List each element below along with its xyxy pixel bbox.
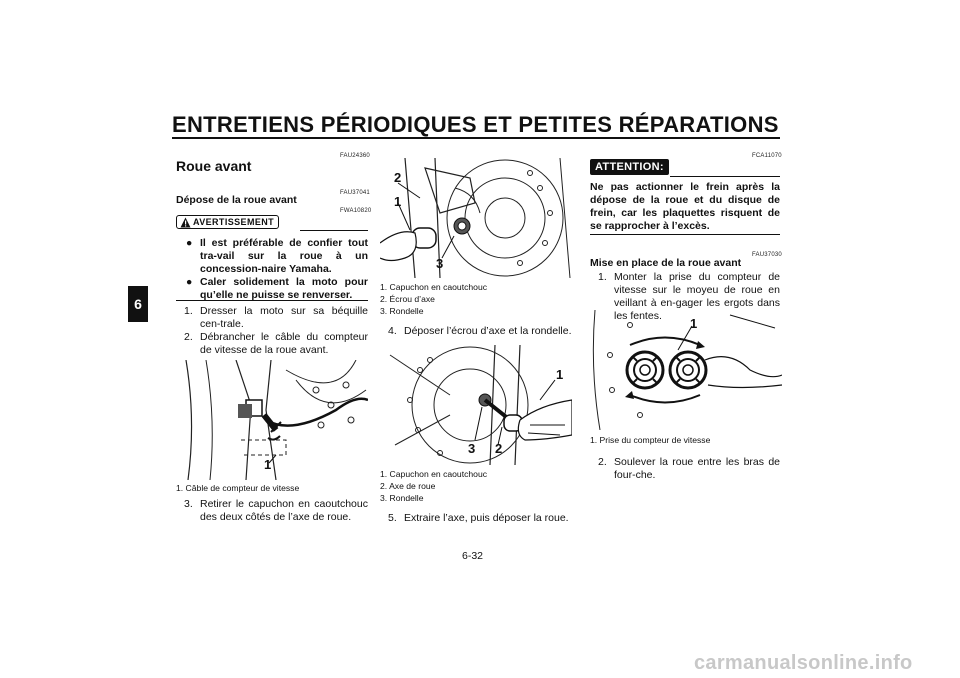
illustration-axle-nut: 2 1 3: [380, 158, 572, 278]
illustration-speedometer-gear: 1: [590, 310, 782, 430]
chapter-tab: 6: [128, 286, 148, 322]
warning-item: ● Caler solidement la moto pour qu’elle …: [186, 276, 368, 301]
step-item: 3. Retirer le capuchon en caoutchouc des…: [184, 498, 368, 523]
attention-rule: [670, 176, 780, 177]
figure-callout: 2: [394, 170, 402, 185]
figure-captions: 1. Capuchon en caoutchouc 2. Écrou d’axe…: [380, 282, 488, 316]
figure-callout: 1: [690, 316, 698, 331]
step-item: 2. Soulever la roue entre les bras de fo…: [598, 456, 780, 481]
step-item: 5. Extraire l’axe, puis déposer la roue.: [388, 512, 569, 524]
warning-list: ● Il est préférable de confier tout tra-…: [186, 237, 368, 302]
figure-caption: 1. Câble de compteur de vitesse: [176, 483, 300, 493]
warning-rule: [300, 230, 368, 231]
step-item: 2. Débrancher le câble du compteur de vi…: [184, 331, 368, 356]
header-rule: [172, 137, 780, 139]
page-number: 6-32: [462, 550, 484, 562]
attention-text: Ne pas actionner le frein après la dépos…: [590, 181, 780, 232]
subsection-title: Dépose de la roue avant: [176, 194, 297, 206]
step-item: 1. Dresser la moto sur sa béquille cen-t…: [184, 305, 368, 330]
warning-end-rule: [176, 300, 368, 301]
ref-code: FCA11070: [752, 153, 782, 159]
attention-end-rule: [590, 234, 780, 235]
bullet-icon: ●: [186, 276, 193, 288]
step-item: 4. Déposer l’écrou d’axe et la rondelle.: [388, 325, 572, 337]
figure-callout: 1: [394, 194, 402, 209]
page-header-title: ENTRETIENS PÉRIODIQUES ET PETITES RÉPARA…: [172, 112, 779, 137]
warning-label: AVERTISSEMENT: [176, 215, 280, 229]
figure-callout: 1: [556, 367, 564, 382]
figure-callout: 3: [436, 256, 444, 271]
step-item: 1. Monter la prise du compteur de vitess…: [598, 271, 780, 322]
figure-caption: 1. Prise du compteur de vitesse: [590, 435, 711, 445]
steps-list: 1. Dresser la moto sur sa béquille cen-t…: [184, 305, 368, 357]
illustration-speedometer-cable: 1: [176, 360, 368, 480]
section-title: Roue avant: [176, 158, 252, 174]
warning-triangle-icon: [180, 217, 191, 228]
ref-code: FWA10820: [340, 208, 372, 214]
figure-callout: 2: [495, 441, 503, 456]
ref-code: FAU24360: [340, 153, 370, 159]
illustration-wheel-axle: 1 3 2: [380, 345, 572, 465]
warning-item: ● Il est préférable de confier tout tra-…: [186, 237, 368, 275]
watermark: carmanualsonline.info: [694, 652, 913, 674]
figure-callout: 3: [468, 441, 476, 456]
ref-code: FAU37030: [752, 252, 782, 258]
subsection-title: Mise en place de la roue avant: [590, 257, 742, 269]
bullet-icon: ●: [186, 237, 193, 249]
attention-label: ATTENTION:: [590, 159, 669, 175]
figure-captions: 1. Capuchon en caoutchouc 2. Axe de roue…: [380, 469, 488, 503]
figure-callout: 1: [264, 457, 272, 472]
ref-code: FAU37041: [340, 190, 370, 196]
